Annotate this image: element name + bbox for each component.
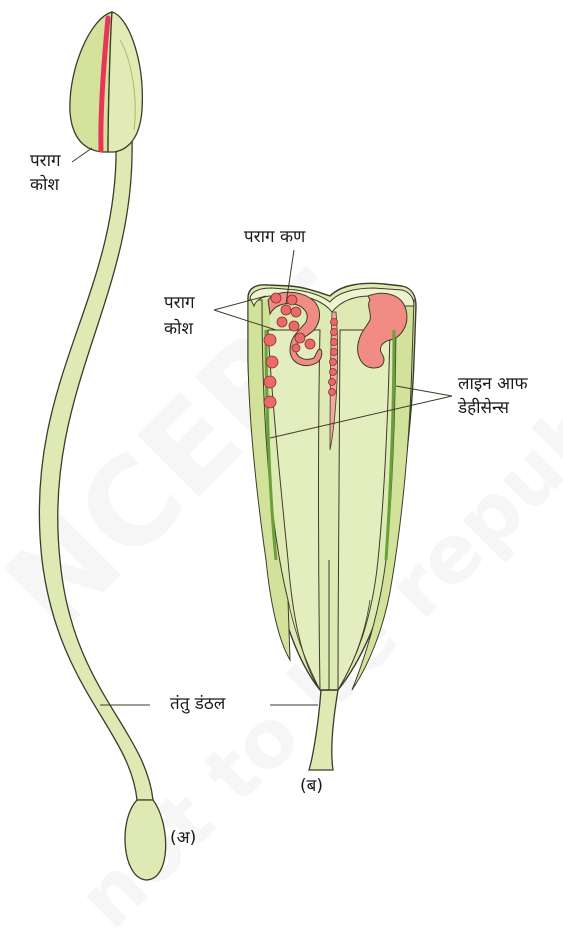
pollen-grain [287,295,297,305]
pollen-grain [291,307,301,317]
pollen-grain [330,359,337,366]
pollen-grain [331,319,338,326]
filament-a [39,140,153,800]
filament-b [309,690,338,770]
pollen-grain [329,379,336,386]
pollen-grain [264,334,276,346]
stamen-b [100,250,452,770]
caption-a: (अ) [170,827,196,849]
label-dehiscence-line2: डेहीसेन्स [458,397,509,419]
label-b-pollen-sacs-line1: पराग [164,292,195,314]
pollen-grain [331,349,338,356]
pollen-grain [281,305,291,315]
label-b-pollen-sacs-line2: कोश [164,318,193,340]
label-filament: तंतु डंठल [170,693,225,715]
pollen-grain [264,376,276,388]
pollen-grain [271,293,281,303]
filament-base-a [125,800,166,880]
pollen-grain [331,329,338,336]
pollen-grain [329,389,336,396]
stamen-a [39,12,165,880]
label-pollen-grains: पराग कण [244,226,305,248]
pollen-grain [289,321,299,331]
label-a-anther-line1: पराग [30,150,61,172]
anther-a [70,12,142,152]
pollen-grain [292,344,300,352]
label-dehiscence-line1: लाइन आफ [458,373,528,395]
pollen-grain [331,339,338,346]
label-a-anther-line2: कोश [30,174,59,196]
pollen-grain [277,317,287,327]
pollen-grain [330,369,337,376]
pollen-grain [295,333,305,343]
stamen-diagram [0,0,563,897]
pollen-grain [305,339,315,349]
pollen-grain [264,396,276,408]
caption-b: (ब) [300,775,323,797]
pollen-grain [266,356,278,368]
